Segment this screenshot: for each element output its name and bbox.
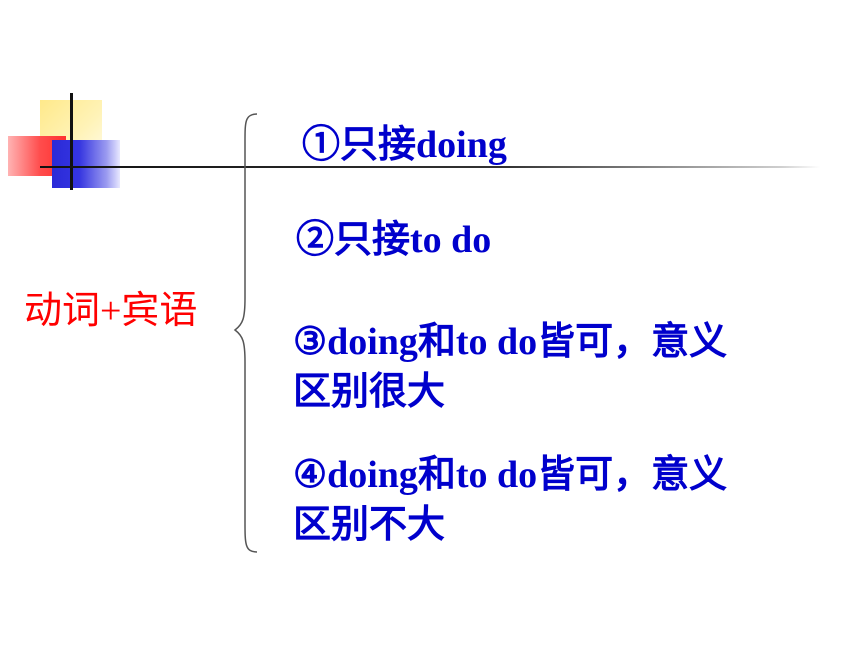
- ornament-blue-square: [52, 140, 120, 188]
- option-item-2: ②只接to do: [296, 215, 491, 265]
- option-3-line-1: ③doing和to do皆可，意义: [293, 321, 728, 363]
- option-item-3: ③doing和to do皆可，意义 区别很大: [293, 317, 727, 417]
- ornament-vertical-line: [70, 93, 73, 190]
- title-rule-line: [40, 166, 820, 168]
- option-2-line-1: ②只接to do: [296, 219, 492, 261]
- option-3-line-2: 区别很大: [293, 371, 446, 413]
- option-item-1: ①只接doing: [302, 120, 507, 170]
- option-1-line-1: ①只接doing: [302, 124, 507, 166]
- option-item-4: ④doing和to do皆可，意义 区别不大: [293, 450, 727, 550]
- left-curly-brace-icon: [233, 113, 258, 553]
- option-4-line-2: 区别不大: [293, 504, 446, 546]
- option-4-line-1: ④doing和to do皆可，意义: [293, 454, 728, 496]
- category-label: 动词+宾语: [24, 290, 198, 332]
